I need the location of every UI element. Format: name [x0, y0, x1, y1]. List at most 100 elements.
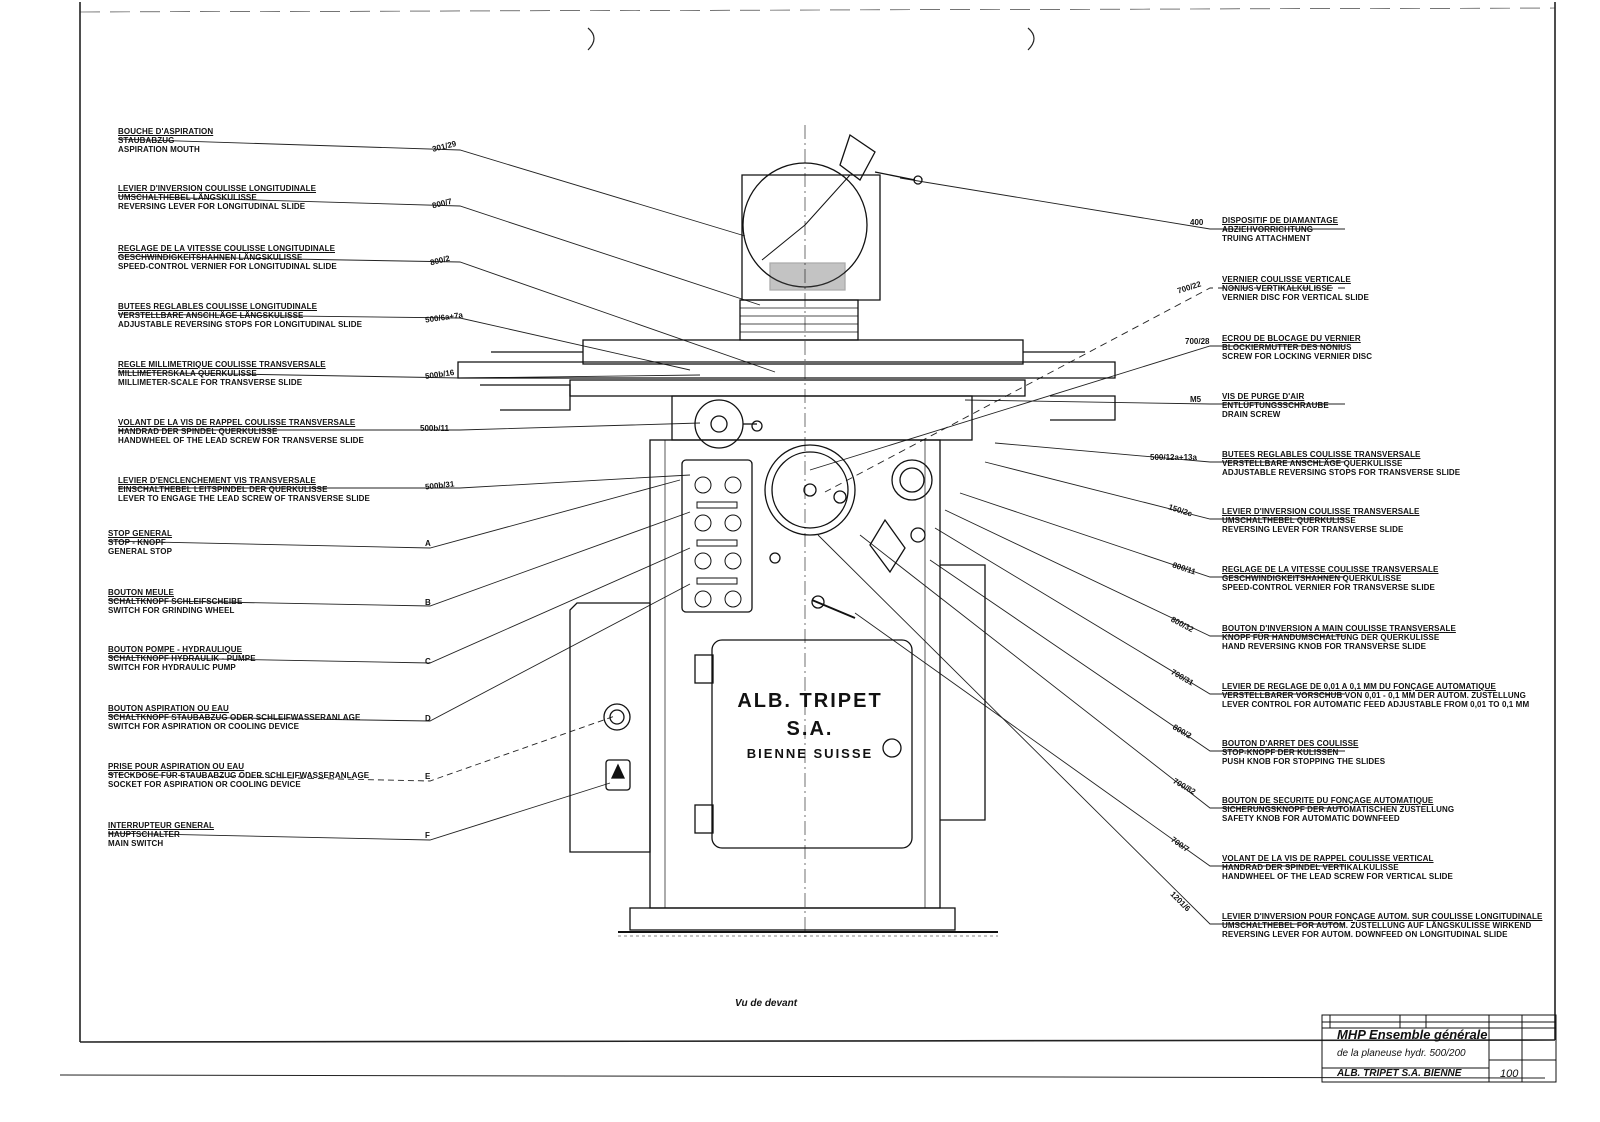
- machine-front-view: [457, 125, 1116, 940]
- callout-right-6: LEVIER D'INVERSION COULISSE TRANSVERSALE…: [1222, 507, 1419, 534]
- callout-text-line: BOUTON DE SECURITE DU FONÇAGE AUTOMATIQU…: [1222, 796, 1434, 805]
- callout-text-line: DISPOSITIF DE DIAMANTAGE: [1222, 216, 1339, 225]
- callout-text-line: PUSH KNOB FOR STOPPING THE SLIDES: [1222, 757, 1386, 766]
- callout-text-line: GESCHWINDIGKEITSHAHNEN QUERKULISSE: [1222, 574, 1402, 583]
- callout-right-7: REGLAGE DE LA VITESSE COULISSE TRANSVERS…: [1222, 565, 1438, 592]
- callout-text-line: BOUTON D'INVERSION A MAIN COULISSE TRANS…: [1222, 624, 1456, 633]
- callout-text-line: HANDWHEEL OF THE LEAD SCREW FOR TRANSVER…: [118, 436, 364, 445]
- callout-text-line: HAUPTSCHALTER: [108, 830, 180, 839]
- callout-text-line: ECROU DE BLOCAGE DU VERNIER: [1222, 334, 1361, 343]
- callout-text-line: ABZIEHVORRICHTUNG: [1222, 225, 1314, 234]
- callout-ref-number: 700/28: [1185, 337, 1210, 346]
- callout-left-6: VOLANT DE LA VIS DE RAPPEL COULISSE TRAN…: [118, 418, 364, 445]
- callout-text-line: SCHALTKNOPF HYDRAULIK - PUMPE: [108, 654, 256, 663]
- callout-text-line: VERNIER DISC FOR VERTICAL SLIDE: [1222, 293, 1369, 302]
- callout-ref-number: E: [425, 772, 431, 781]
- callout-ref-number: M5: [1190, 395, 1202, 404]
- callout-text-line: GENERAL STOP: [108, 547, 173, 556]
- callout-text-line: LEVIER D'INVERSION COULISSE LONGITUDINAL…: [118, 184, 317, 193]
- callout-ref-number: D: [425, 714, 431, 723]
- callout-text-line: REGLAGE DE LA VITESSE COULISSE TRANSVERS…: [1222, 565, 1439, 574]
- nameplate-line-3: BIENNE SUISSE: [746, 746, 874, 761]
- nameplate-line-1: ALB. TRIPET: [737, 690, 883, 712]
- callout-ref-number: B: [425, 598, 431, 607]
- callout-text-line: SICHERUNGSKNOPF DER AUTOMATISCHEN ZUSTEL…: [1222, 805, 1455, 814]
- callout-text-line: STECKDOSE FÜR STAUBABZUG ODER SCHLEIFWAS…: [108, 771, 370, 780]
- callout-text-line: MILLIMETER-SCALE FOR TRANSVERSE SLIDE: [118, 378, 303, 387]
- callout-text-line: BLOCKIERMUTTER DES NONIUS: [1222, 343, 1352, 352]
- callout-text-line: DRAIN SCREW: [1222, 410, 1281, 419]
- callout-text-line: BOUTON D'ARRET DES COULISSE: [1222, 739, 1359, 748]
- callout-text-line: SCREW FOR LOCKING VERNIER DISC: [1222, 352, 1373, 361]
- callout-text-line: GESCHWINDIGKEITSHAHNEN LÄNGSKULISSE: [118, 253, 303, 262]
- callout-right-8: BOUTON D'INVERSION A MAIN COULISSE TRANS…: [1222, 624, 1456, 651]
- callout-text-line: VIS DE PURGE D'AIR: [1222, 392, 1305, 401]
- title-block-line-1: MHP Ensemble générale: [1337, 1027, 1488, 1042]
- callout-text-line: SCHALTKNOPF STAUBABZUG ODER SCHLEIFWASSE…: [108, 713, 361, 722]
- callout-text-line: SWITCH FOR ASPIRATION OR COOLING DEVICE: [108, 722, 300, 731]
- callout-text-line: LEVIER D'ENCLENCHEMENT VIS TRANSVERSALE: [118, 476, 316, 485]
- callout-text-line: STOP-KNOPF DER KULISSEN: [1222, 748, 1339, 757]
- callout-text-line: LEVER CONTROL FOR AUTOMATIC FEED ADJUSTA…: [1222, 700, 1530, 709]
- callout-text-line: HAND REVERSING KNOB FOR TRANSVERSE SLIDE: [1222, 642, 1427, 651]
- callout-text-line: LEVIER D'INVERSION COULISSE TRANSVERSALE: [1222, 507, 1420, 516]
- title-block-line-2: de la planeuse hydr. 500/200: [1337, 1048, 1466, 1059]
- callout-text-line: VOLANT DE LA VIS DE RAPPEL COULISSE TRAN…: [118, 418, 356, 427]
- callout-text-line: UMSCHALTHEBEL LÄNGSKULISSE: [118, 193, 257, 202]
- callout-left-3: REGLAGE DE LA VITESSE COULISSE LONGITUDI…: [118, 244, 337, 271]
- callout-text-line: LEVIER DE REGLAGE DE 0,01 A 0,1 MM DU FO…: [1222, 682, 1496, 691]
- callout-text-line: HANDRAD DER SPINDEL QUERKULISSE: [118, 427, 278, 436]
- callout-text-line: NONIUS VERTIKALKULISSE: [1222, 284, 1333, 293]
- callout-text-line: BOUTON ASPIRATION OU EAU: [108, 704, 229, 713]
- callout-text-line: UMSCHALTHEBEL FOR AUTOM. ZUSTELLUNG AUF …: [1222, 921, 1532, 930]
- view-caption: Vu de devant: [735, 998, 798, 1009]
- callout-text-line: SOCKET FOR ASPIRATION OR COOLING DEVICE: [108, 780, 301, 789]
- callout-text-line: STAUBABZUG: [118, 136, 175, 145]
- callout-text-line: VERSTELLBARER VORSCHUB VON 0,01 - 0,1 MM…: [1222, 691, 1527, 700]
- callout-text-line: SPEED-CONTROL VERNIER FOR TRANSVERSE SLI…: [1222, 583, 1435, 592]
- callout-right-11: BOUTON DE SECURITE DU FONÇAGE AUTOMATIQU…: [1222, 796, 1454, 823]
- callout-text-line: KNOPF FÜR HANDUMSCHALTUNG DER QUERKULISS…: [1222, 633, 1440, 642]
- callout-text-line: BOUCHE D'ASPIRATION: [118, 127, 214, 136]
- title-block-number: 100: [1500, 1068, 1519, 1080]
- callout-text-line: BOUTON MEULE: [108, 588, 174, 597]
- callout-text-line: VERNIER COULISSE VERTICALE: [1222, 275, 1351, 284]
- callout-text-line: LEVER TO ENGAGE THE LEAD SCREW OF TRANSV…: [118, 494, 370, 503]
- callout-text-line: VERSTELLBARE ANSCHLÄGE QUERKULISSE: [1222, 459, 1403, 468]
- callout-left-5: REGLE MILLIMETRIQUE COULISSE TRANSVERSAL…: [118, 360, 326, 387]
- callout-text-line: PRISE POUR ASPIRATION OU EAU: [108, 762, 245, 771]
- callout-text-line: ASPIRATION MOUTH: [118, 145, 200, 154]
- callout-text-line: EINSCHALTHEBEL LEITSPINDEL DER QUERKULIS…: [118, 485, 328, 494]
- callout-text-line: SPEED-CONTROL VERNIER FOR LONGITUDINAL S…: [118, 262, 337, 271]
- callout-text-line: REGLAGE DE LA VITESSE COULISSE LONGITUDI…: [118, 244, 336, 253]
- callout-text-line: REVERSING LEVER FOR LONGITUDINAL SLIDE: [118, 202, 306, 211]
- callout-text-line: ENTLÜFTUNGSSCHRAUBE: [1222, 401, 1329, 410]
- callout-text-line: SAFETY KNOB FOR AUTOMATIC DOWNFEED: [1222, 814, 1400, 823]
- callout-text-line: STOP - KNOPF: [108, 538, 166, 547]
- callout-ref-number: A: [425, 539, 431, 548]
- callout-text-line: MAIN SWITCH: [108, 839, 164, 848]
- callout-text-line: SCHALTKNOPF SCHLEIFSCHEIBE: [108, 597, 243, 606]
- callout-text-line: REGLE MILLIMETRIQUE COULISSE TRANSVERSAL…: [118, 360, 326, 369]
- callout-text-line: VOLANT DE LA VIS DE RAPPEL COULISSE VERT…: [1222, 854, 1434, 863]
- sheet-frame: [59, 2, 1556, 1079]
- title-block: [1321, 1014, 1557, 1083]
- callout-text-line: REVERSING LEVER FOR AUTOM. DOWNFEED ON L…: [1222, 930, 1508, 939]
- callout-text-line: HANDRAD DER SPINDEL VERTIKALKULISSE: [1222, 863, 1399, 872]
- callout-text-line: BUTEES REGLABLES COULISSE LONGITUDINALE: [118, 302, 318, 311]
- callout-ref-number: C: [425, 657, 431, 666]
